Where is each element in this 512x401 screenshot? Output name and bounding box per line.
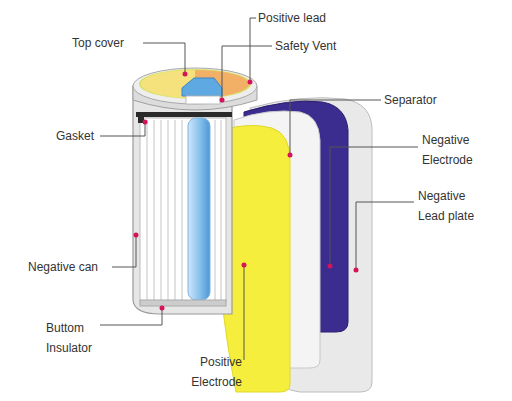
leader-line: [244, 265, 245, 360]
leader-dot: [220, 98, 225, 103]
negative-can: [133, 86, 232, 314]
leader-dot: [328, 264, 333, 269]
leader-line: [100, 122, 145, 136]
leader-dots: [134, 72, 359, 311]
center-core: [188, 118, 210, 300]
positive-lead: [182, 78, 222, 96]
part-label: Buttom Insulator: [46, 318, 102, 358]
leader-dot: [183, 72, 188, 77]
safety-vent: [186, 96, 220, 104]
leader-lines: [100, 18, 418, 360]
leader-dot: [248, 80, 253, 85]
leader-dot: [143, 120, 148, 125]
leader-line: [112, 235, 136, 267]
top-cover-face: [135, 68, 255, 100]
leader-dot: [134, 233, 139, 238]
part-label: Gasket: [56, 126, 116, 146]
leader-line: [143, 43, 185, 74]
leader-line: [330, 147, 418, 266]
leader-line: [222, 46, 272, 100]
part-label: Positive lead: [258, 8, 358, 28]
leader-line: [356, 202, 414, 270]
leader-dot: [160, 306, 165, 311]
part-label: Negative Lead plate: [418, 186, 484, 226]
bottom-insulator: [140, 300, 226, 306]
leader-dot: [354, 268, 359, 273]
leader-line: [250, 18, 256, 82]
leader-dot: [242, 263, 247, 268]
leader-dot: [288, 153, 293, 158]
part-label: Safety Vent: [275, 36, 365, 56]
part-label: Top cover: [72, 33, 152, 53]
part-label: Positive Electrode: [184, 352, 242, 392]
top-cover: [133, 68, 257, 104]
electrode-roll: [140, 118, 226, 302]
part-label: Separator: [384, 90, 464, 110]
part-label: Negative can: [28, 257, 118, 277]
part-label: Negative Electrode: [422, 130, 486, 170]
gasket: [136, 112, 232, 117]
leader-line: [100, 308, 162, 325]
